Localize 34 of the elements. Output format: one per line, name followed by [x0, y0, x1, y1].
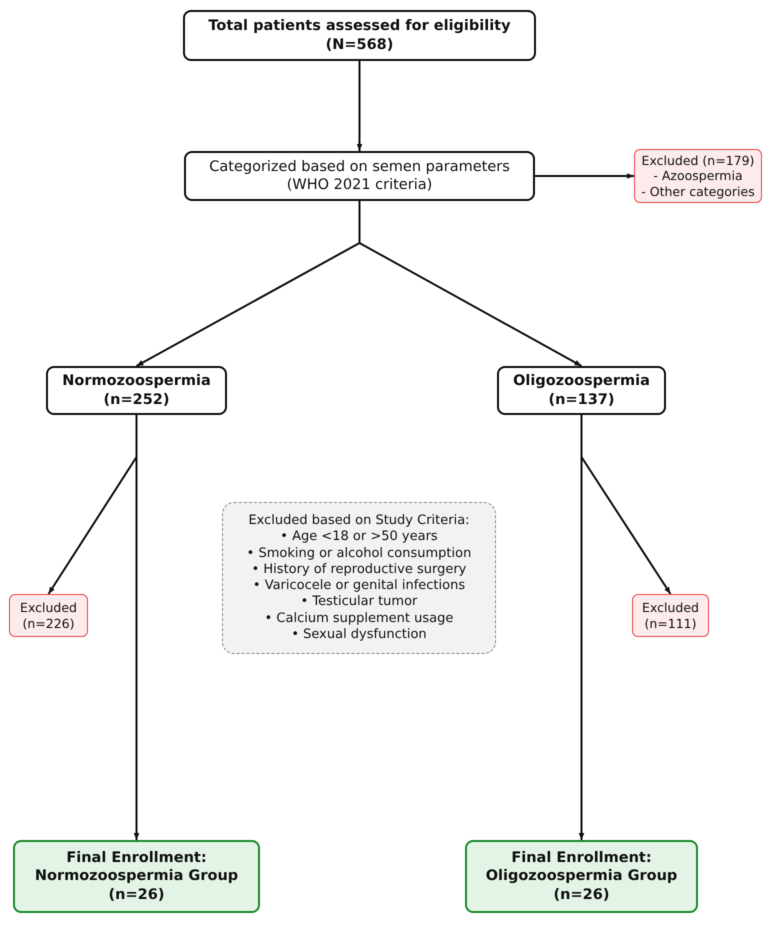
arrow	[358, 201, 582, 367]
enrollment-box	[465, 840, 698, 913]
group-box	[497, 366, 666, 415]
list-item: • Sexual dysfunction	[291, 626, 427, 643]
arrow	[535, 173, 634, 179]
box-label: Normozoospermia (n=252)	[61, 372, 212, 409]
box-label: Excluded (n=226)	[19, 600, 78, 632]
list-item: • Smoking or alcohol consumption	[246, 546, 472, 562]
list-item: • Varicocele or genital infections	[252, 578, 466, 594]
process-box	[183, 10, 536, 61]
list-item: • History of reproductive surgery	[252, 562, 466, 578]
arrow	[134, 415, 140, 840]
enrollment-box	[13, 840, 260, 913]
group-box	[46, 366, 227, 415]
arrow	[356, 61, 362, 151]
box-label: Total patients assessed for eligibility (N=568)	[207, 17, 512, 54]
box-label: Categorized based on semen parameters (WHO 2021 criteria)	[208, 158, 511, 194]
process-box	[184, 151, 535, 201]
list-item: • Testicular tumor	[300, 594, 418, 610]
exclusion-box	[634, 149, 762, 203]
list-item: • Age <18 or >50 years	[280, 529, 438, 546]
box-label: Oligozoospermia (n=137)	[512, 372, 651, 409]
box-label: Final Enrollment: Normozoospermia Group (n=26)	[34, 849, 240, 904]
box-heading: Excluded (n=179)	[642, 152, 754, 168]
box-label: Excluded (n=111)	[641, 600, 700, 632]
list-item: - Azoospermia	[653, 168, 743, 184]
exclusion-box	[9, 594, 88, 637]
box-label: Final Enrollment: Oligozoospermia Group (n=26)	[484, 849, 678, 904]
box-heading: Excluded based on Study Criteria:	[248, 513, 470, 530]
criteria-box	[222, 502, 496, 654]
list-item: • Calcium supplement usage	[264, 610, 454, 627]
list-item: - Other categories	[641, 184, 755, 200]
arrow	[578, 415, 584, 840]
exclusion-box	[632, 594, 709, 637]
